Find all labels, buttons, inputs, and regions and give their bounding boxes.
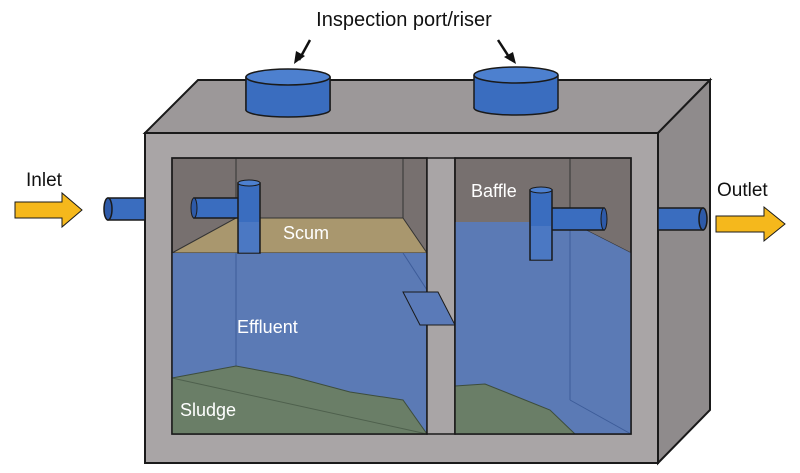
label-inspection: Inspection port/riser bbox=[316, 9, 492, 31]
label-outlet: Outlet bbox=[717, 180, 768, 201]
inlet-arrow-icon bbox=[14, 191, 83, 229]
inlet-pipe bbox=[103, 179, 261, 254]
inspection-pointer-right-icon bbox=[496, 39, 516, 64]
tank-side-face bbox=[657, 77, 711, 466]
effluent-water-right bbox=[455, 222, 631, 434]
riser-right bbox=[473, 66, 559, 116]
outlet-pipe bbox=[529, 186, 708, 261]
label-baffle: Baffle bbox=[471, 181, 517, 201]
right-chamber bbox=[454, 157, 632, 435]
label-sludge: Sludge bbox=[180, 400, 236, 420]
tank-top-face bbox=[142, 79, 713, 134]
riser-left bbox=[245, 68, 331, 118]
outlet-arrow-icon bbox=[715, 205, 786, 243]
label-inlet: Inlet bbox=[26, 170, 63, 191]
label-effluent: Effluent bbox=[237, 317, 298, 337]
inspection-pointer-left-icon bbox=[294, 39, 312, 64]
label-scum: Scum bbox=[283, 223, 329, 243]
